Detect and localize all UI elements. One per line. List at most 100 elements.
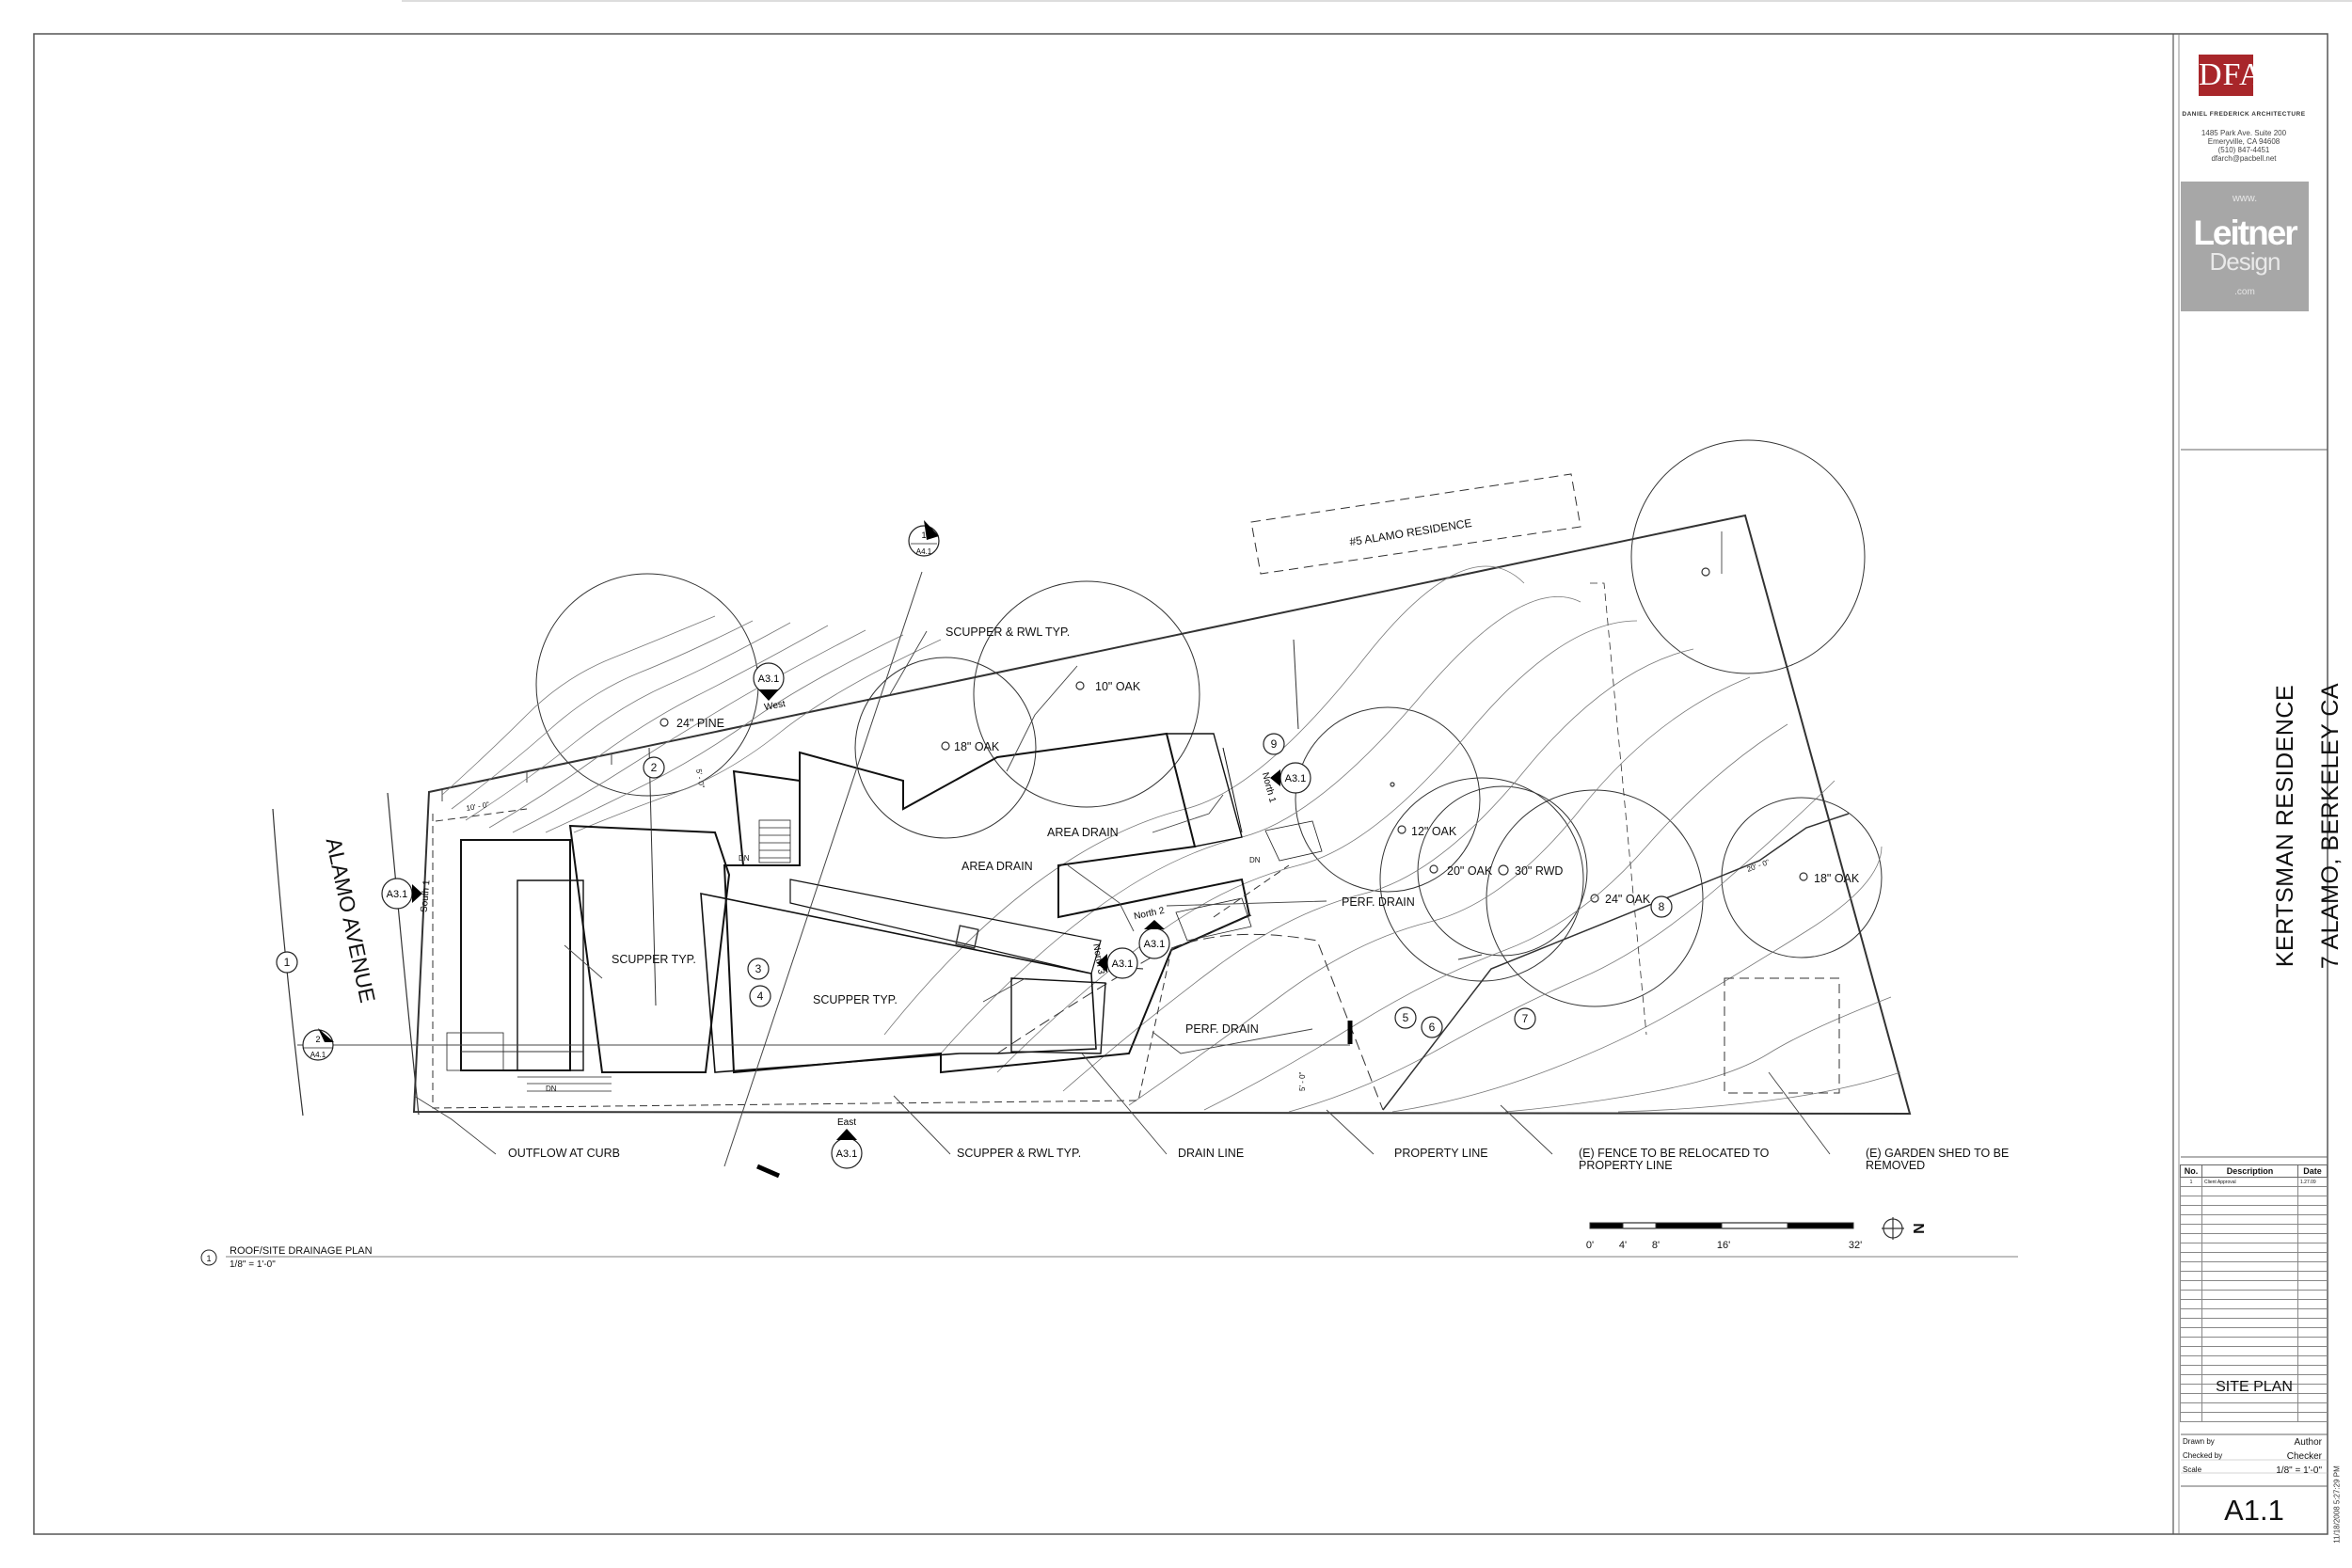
- revision-cell-no: [2180, 1290, 2202, 1300]
- revision-cell-date: [2297, 1318, 2328, 1328]
- revision-row: [2180, 1402, 2328, 1413]
- revision-row: [2180, 1290, 2328, 1300]
- section-marker-1-sheet: A4.1: [916, 547, 932, 556]
- partner-sub: Design: [2209, 247, 2281, 276]
- callout-number: 4: [757, 990, 764, 1003]
- scale-label: 16': [1717, 1240, 1730, 1251]
- drawn-by-value: Author: [2294, 1437, 2322, 1448]
- revision-row: [2180, 1337, 2328, 1347]
- revision-cell-no: [2180, 1261, 2202, 1272]
- revision-cell-desc: [2201, 1271, 2298, 1281]
- revision-cell-date: [2297, 1346, 2328, 1356]
- revision-cell-desc: [2201, 1205, 2298, 1215]
- label-shed-1: (E) GARDEN SHED TO BE: [1866, 1147, 2009, 1160]
- scale-label: 0': [1586, 1240, 1594, 1251]
- revision-cell-no: [2180, 1318, 2202, 1328]
- tree-label: 12" OAK: [1411, 825, 1457, 838]
- revision-cell-desc: [2201, 1280, 2298, 1291]
- revision-row: [2180, 1243, 2328, 1253]
- revision-row: [2180, 1280, 2328, 1291]
- neighbor-label: #5 ALAMO RESIDENCE: [1348, 516, 1472, 548]
- revision-row: [2180, 1355, 2328, 1366]
- revision-cell-desc: [2201, 1196, 2298, 1206]
- callout-number: 6: [1429, 1021, 1436, 1034]
- tree-canopy: [1295, 706, 1481, 893]
- revision-row: [2180, 1346, 2328, 1356]
- elev-tag-north2: North 2: [1133, 906, 1166, 923]
- revision-cell-date: [2297, 1308, 2328, 1319]
- revision-cell-no: [2180, 1327, 2202, 1338]
- label-dn-2: DN: [1249, 856, 1261, 864]
- label-dn-3: DN: [546, 1085, 557, 1093]
- tree-label: 10" OAK: [1095, 680, 1141, 693]
- revision-cell-date: 1.27.09: [2297, 1177, 2328, 1187]
- revision-cell-desc: [2201, 1290, 2298, 1300]
- label-scupper-rwl-top: SCUPPER & RWL TYP.: [946, 626, 1070, 639]
- revision-cell-no: [2180, 1224, 2202, 1234]
- revision-row: [2180, 1308, 2328, 1319]
- tree-canopy: [1630, 439, 1866, 674]
- callout-9: 9: [1263, 733, 1285, 755]
- revision-cell-desc: Client Approval: [2201, 1177, 2298, 1187]
- dim-10: 10' - 0": [466, 800, 490, 813]
- callout-2: 2: [643, 756, 665, 779]
- scale-label: 32': [1849, 1240, 1862, 1251]
- callout-4: 4: [749, 985, 771, 1007]
- revision-cell-no: [2180, 1402, 2202, 1413]
- tree-label: 20" OAK: [1447, 864, 1493, 878]
- revision-cell-no: [2180, 1196, 2202, 1206]
- revision-row: [2180, 1186, 2328, 1196]
- revision-cell-no: [2180, 1243, 2202, 1253]
- tree-label: 30" RWD: [1515, 864, 1563, 878]
- rev-header-desc: Description: [2201, 1164, 2298, 1178]
- revision-row: [2180, 1196, 2328, 1206]
- revision-row: [2180, 1412, 2328, 1422]
- elev-tag-west-ref: A3.1: [758, 673, 780, 685]
- label-property-line: PROPERTY LINE: [1394, 1147, 1488, 1160]
- callout-5: 5: [1394, 1006, 1417, 1029]
- revision-cell-desc: [2201, 1346, 2298, 1356]
- revision-cell-date: [2297, 1337, 2328, 1347]
- elev-tag-south1-ref: A3.1: [387, 889, 408, 900]
- plan-scale: 1/8" = 1'-0": [230, 1259, 276, 1270]
- revision-cell-desc: [2201, 1327, 2298, 1338]
- revision-cell-desc: [2201, 1365, 2298, 1375]
- tree-canopy: [973, 580, 1200, 808]
- partner-com: .com: [2234, 287, 2255, 297]
- dim-5: 5' - 0": [694, 768, 706, 789]
- revision-cell-desc: [2201, 1308, 2298, 1319]
- revision-cell-no: [2180, 1271, 2202, 1281]
- revision-row: [2180, 1271, 2328, 1281]
- firm-logo: DFA: [2199, 55, 2263, 96]
- revision-cell-desc: [2201, 1337, 2298, 1347]
- firm-address-line: (510) 847-4451: [2217, 146, 2270, 154]
- firm-address-line: 1485 Park Ave. Suite 200: [2201, 129, 2287, 137]
- revision-cell-desc: [2201, 1412, 2298, 1422]
- revision-cell-date: [2297, 1402, 2328, 1413]
- callout-number: 5: [1403, 1011, 1409, 1024]
- revision-cell-no: [2180, 1299, 2202, 1309]
- drain-line: [432, 814, 1252, 1109]
- drawn-by-label: Drawn by: [2183, 1437, 2215, 1446]
- annotations: ALAMO AVENUE #5 ALAMO RESIDENCE SCUPPER …: [200, 516, 2009, 1270]
- street-label: ALAMO AVENUE: [322, 835, 381, 1005]
- revision-cell-date: [2297, 1299, 2328, 1309]
- revision-cell-date: [2297, 1243, 2328, 1253]
- revision-cell-desc: [2201, 1299, 2298, 1309]
- elev-tag-north3-ref: A3.1: [1112, 958, 1134, 970]
- callout-number: 3: [755, 962, 762, 975]
- sheet-border: [33, 33, 2328, 1535]
- section-marker-2-num: 2: [315, 1035, 320, 1044]
- neighbor-footprint: [1250, 473, 1581, 575]
- revision-cell-no: [2180, 1186, 2202, 1196]
- revision-cell-no: [2180, 1280, 2202, 1291]
- revision-cell-date: [2297, 1280, 2328, 1291]
- scale-label: 4': [1619, 1240, 1627, 1251]
- partner-logo: www. Leitner Design .com: [2181, 182, 2309, 311]
- project-name: KERTSMAN RESIDENCE: [2272, 684, 2298, 968]
- tree-label: 18" OAK: [1814, 872, 1860, 885]
- section-marker-2: 2 A4.1: [302, 1028, 334, 1061]
- revision-cell-date: [2297, 1233, 2328, 1243]
